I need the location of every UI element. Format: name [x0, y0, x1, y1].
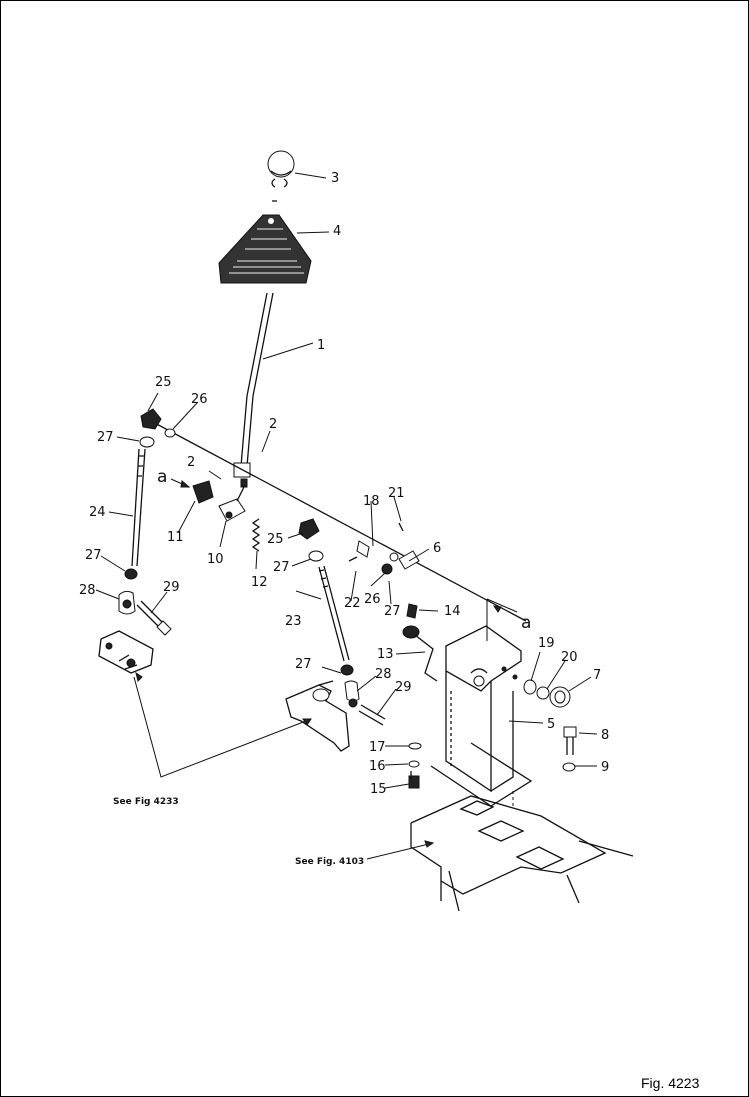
callout-17: 17	[369, 740, 386, 755]
callout-28-center: 28	[375, 667, 392, 682]
reference-left: See Fig 4233	[113, 797, 179, 807]
view-marker-right: a	[521, 613, 531, 633]
callout-1: 1	[317, 338, 325, 353]
callout-11: 11	[167, 530, 184, 545]
spring-12	[251, 518, 261, 552]
callout-19: 19	[538, 636, 555, 651]
callout-25-upper: 25	[155, 375, 172, 390]
callout-7: 7	[593, 668, 601, 683]
center-bracket	[285, 680, 350, 752]
leader-lines	[95, 172, 598, 860]
bolt-15-stack	[408, 742, 422, 789]
callout-27-right: 27	[384, 604, 401, 619]
callout-15: 15	[370, 782, 387, 797]
bolt-8	[562, 726, 577, 772]
left-bracket	[98, 630, 154, 674]
lever-part	[233, 292, 274, 488]
upper-left-joint-25	[139, 408, 176, 448]
rod-23	[318, 565, 354, 676]
callout-27-lower: 27	[295, 657, 312, 672]
stand-5	[430, 625, 533, 807]
callout-10: 10	[207, 552, 224, 567]
callout-labels: 1 2 2 3 4 5 6 7 8 9 10 11 12 13 14 15 16…	[79, 171, 609, 797]
callout-24: 24	[89, 505, 106, 520]
callout-27-center: 27	[273, 560, 290, 575]
bracket-11	[192, 480, 214, 504]
view-marker-left: a	[157, 467, 167, 487]
callout-22: 22	[344, 596, 361, 611]
knob-part	[267, 150, 295, 202]
callout-18: 18	[363, 494, 380, 509]
lever-bracket-10	[218, 484, 246, 522]
callout-14: 14	[444, 604, 461, 619]
callout-16: 16	[369, 759, 386, 774]
lower-left-joint-28	[118, 590, 172, 636]
callout-5: 5	[547, 717, 555, 732]
handle-13	[402, 625, 438, 682]
callout-26-upper: 26	[191, 392, 208, 407]
plug-cap-parts	[523, 679, 571, 708]
callout-20: 20	[561, 650, 578, 665]
center-joint-25	[298, 518, 324, 562]
callout-3: 3	[331, 171, 339, 186]
callout-12: 12	[251, 575, 268, 590]
callout-8: 8	[601, 728, 609, 743]
callout-9: 9	[601, 760, 609, 775]
reference-bottom: See Fig. 4103	[295, 857, 364, 867]
callout-28-left: 28	[79, 583, 96, 598]
callout-29-center: 29	[395, 680, 412, 695]
callout-13: 13	[377, 647, 394, 662]
boot-part	[218, 214, 312, 284]
base-plate	[410, 795, 634, 912]
figure-label: Fig. 4223	[641, 1075, 700, 1091]
view-arrows	[170, 478, 518, 641]
shaft-line	[150, 420, 527, 622]
callout-27-upper-left: 27	[97, 430, 114, 445]
callout-25-center: 25	[267, 532, 284, 547]
lower-center-joint-28	[344, 680, 386, 726]
callout-2-upper: 2	[269, 417, 277, 432]
rod-24	[124, 448, 146, 580]
callout-21: 21	[388, 486, 405, 501]
callout-27-mid-left: 27	[85, 548, 102, 563]
callout-4: 4	[333, 224, 341, 239]
callout-26-center: 26	[364, 592, 381, 607]
callout-29-left: 29	[163, 580, 180, 595]
callout-23: 23	[285, 614, 302, 629]
small-parts-cluster	[348, 522, 420, 619]
callout-6: 6	[433, 541, 441, 556]
callout-2-lower: 2	[187, 455, 195, 470]
